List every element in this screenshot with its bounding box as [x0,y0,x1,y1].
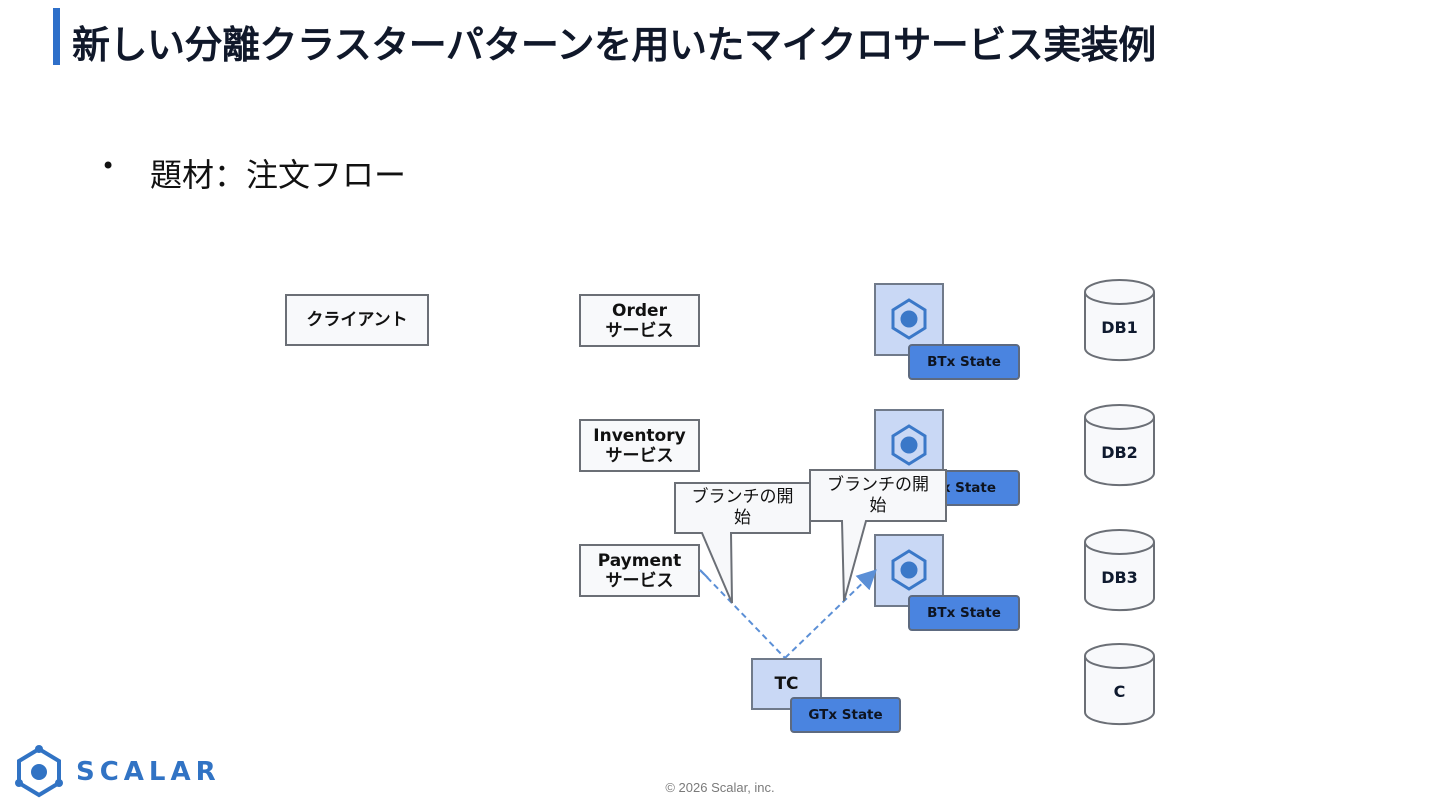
inventory-service-name: Inventory [593,425,686,446]
order-service-name: Order [612,300,667,321]
callout-1-text: ブランチの開 始 [675,487,810,529]
callout-1-line2: 始 [734,508,751,528]
arrow-tc-to-node [784,569,877,659]
db4-label: C [1113,682,1126,701]
inventory-service-suffix: サービス [605,445,674,466]
db4-cylinder [1084,643,1155,726]
db1-label: DB1 [1101,318,1138,337]
scalar-node-icon [891,424,927,466]
bullet-marker: • [101,152,116,180]
db3-label: DB3 [1101,568,1138,587]
gtx-state: GTx State [790,697,901,733]
callout-2-shape [809,469,947,602]
payment-service-suffix: サービス [605,570,674,591]
scalar-node-icon [891,298,927,340]
callout-2-line1: ブランチの開 [827,475,929,495]
btx-state-1: BTx State [908,344,1020,380]
db1-cylinder [1084,279,1155,362]
scalar-node-icon [891,549,927,591]
page-title: 新しい分離クラスターパターンを用いたマイクロサービス実装例 [72,23,1156,67]
btx-state-3: BTx State [908,595,1020,631]
scalar-logo-icon [15,745,63,798]
arrow-tail [699,569,709,579]
bullet-text: 題材：注文フロー [150,156,407,194]
client-label: クライアント [306,310,408,330]
db2-cylinder [1084,404,1155,487]
arrow-payment-to-tc [699,569,786,659]
payment-service-name: Payment [597,550,682,571]
title-accent-bar [53,8,60,65]
order-service-suffix: サービス [605,320,674,341]
callout-1-line1: ブランチの開 [691,487,794,507]
copyright-footer: © 2026 Scalar, inc. [665,780,775,795]
callout-2-text: ブランチの開 始 [810,475,946,517]
scalar-logo-text: SCALAR [76,757,221,787]
callout-2-line2: 始 [869,496,887,516]
db3-cylinder [1084,529,1155,612]
client-box: クライアント [285,294,429,346]
db2-label: DB2 [1101,443,1138,462]
